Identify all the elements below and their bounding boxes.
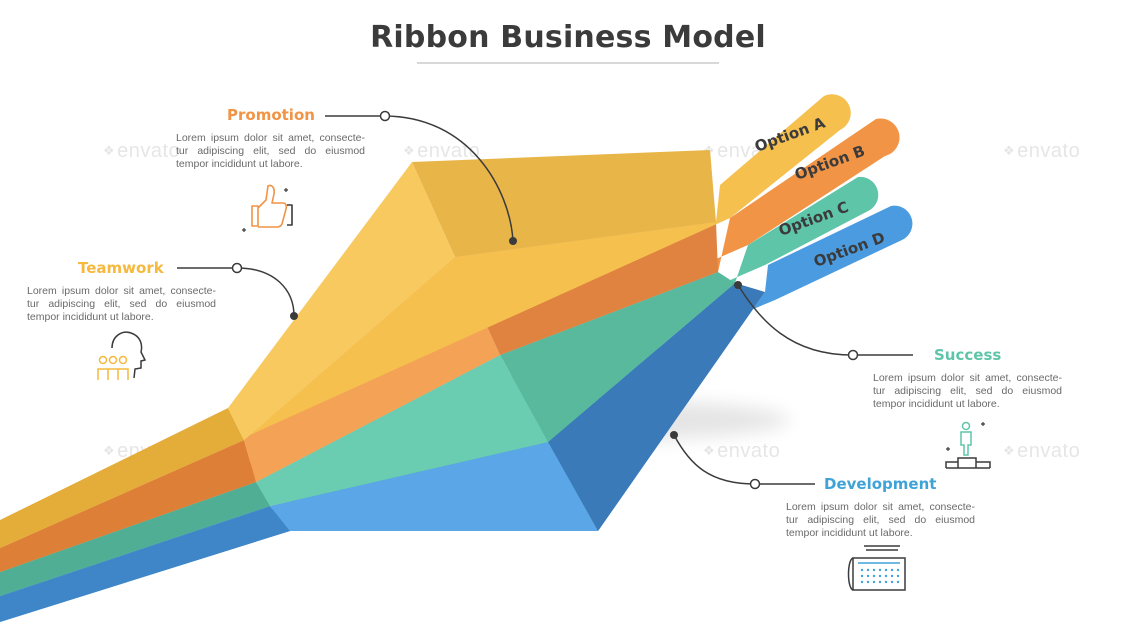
- success-block: Success Lorem ipsum dolor sit amet, cons…: [873, 346, 1062, 411]
- success-text: Lorem ipsum dolor sit amet, consecte-tur…: [873, 372, 1062, 410]
- development-block: Development Lorem ipsum dolor sit amet, …: [786, 475, 975, 540]
- title-underline: [417, 62, 719, 64]
- promotion-heading: Promotion: [227, 106, 315, 124]
- development-heading: Development: [824, 475, 937, 493]
- thumbs-up-icon: [242, 184, 293, 232]
- ribbon-option-c: [0, 176, 879, 596]
- team-icon: [97, 331, 147, 380]
- watermark-4: envato: [1003, 140, 1080, 163]
- teamwork-heading: Teamwork: [78, 259, 164, 277]
- ribbon-option-d: [0, 205, 913, 622]
- page-title: Ribbon Business Model: [370, 20, 766, 55]
- promotion-block: Promotion Lorem ipsum dolor sit amet, co…: [176, 106, 365, 171]
- success-heading: Success: [934, 346, 1002, 364]
- ribbon-option-a: [0, 94, 851, 548]
- teamwork-text: Lorem ipsum dolor sit amet, consecte-tur…: [27, 285, 216, 323]
- podium-icon: [945, 421, 991, 469]
- connector-promotion: [325, 110, 517, 245]
- promotion-text: Lorem ipsum dolor sit amet, consecte-tur…: [176, 132, 365, 170]
- watermark-8: envato: [1003, 440, 1080, 463]
- calendar-plan-icon: [847, 545, 906, 591]
- watermark-1: envato: [103, 140, 180, 163]
- watermark-7: envato: [703, 440, 780, 463]
- teamwork-block: Teamwork Lorem ipsum dolor sit amet, con…: [27, 259, 216, 324]
- connector-teamwork: [177, 262, 298, 320]
- connector-development: [670, 431, 815, 490]
- watermark-2: envato: [403, 140, 480, 163]
- connector-success: [734, 281, 913, 361]
- development-text: Lorem ipsum dolor sit amet, consecte-tur…: [786, 501, 975, 539]
